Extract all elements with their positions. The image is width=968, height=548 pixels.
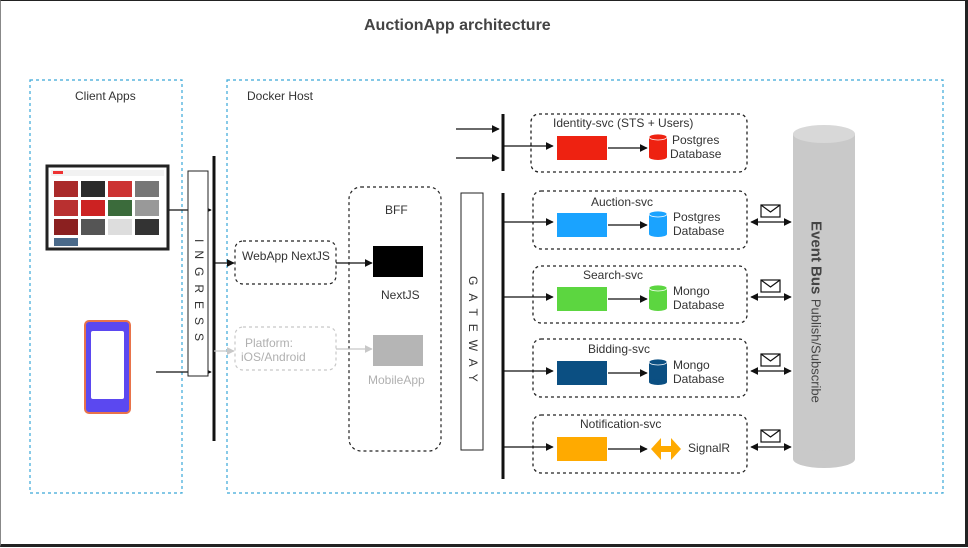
laptop-screenshot-icon: [45, 164, 170, 251]
service-db-line1: Mongo: [673, 284, 710, 298]
database-icon: [648, 284, 668, 311]
service-name: Search-svc: [583, 268, 644, 282]
bff-label: BFF: [385, 203, 408, 217]
service-block: [557, 361, 607, 385]
service-block: [557, 213, 607, 237]
mobileapp-label: MobileApp: [368, 373, 425, 387]
service-db-line1: Postgres: [672, 133, 720, 147]
service-box: [530, 113, 748, 173]
service-name: Identity-svc (STS + Users): [553, 116, 694, 130]
docker-host-label: Docker Host: [247, 89, 314, 103]
gateway-label: GATEWAY: [465, 276, 480, 390]
event-bus-cylinder: [793, 125, 855, 468]
service-block: [557, 136, 607, 160]
service-0: [503, 113, 748, 173]
service-1: [503, 190, 792, 250]
client-apps-group: [29, 79, 183, 494]
service-box: [532, 265, 748, 324]
bff-box: [348, 186, 442, 452]
service-db-line2: Database: [673, 372, 725, 386]
service-db-line2: Database: [673, 298, 725, 312]
database-icon: [648, 358, 668, 385]
envelope-icon: [760, 429, 781, 443]
service-box: [532, 414, 748, 474]
database-icon: [648, 210, 668, 237]
service-name: Bidding-svc: [588, 342, 651, 356]
webapp-label: WebApp NextJS: [242, 249, 330, 263]
service-4: [503, 414, 792, 474]
event-bus-title: Event Bus: [807, 221, 825, 295]
service-2: [503, 265, 792, 324]
service-db-line1: SignalR: [688, 441, 731, 455]
service-db-line1: Mongo: [673, 358, 710, 372]
envelope-icon: [760, 353, 781, 367]
client-apps-label: Client Apps: [75, 89, 136, 103]
platform-label-line2: iOS/Android: [241, 350, 306, 364]
service-box: [532, 338, 748, 398]
service-block: [557, 287, 607, 311]
nextjs-label: NextJS: [381, 288, 420, 302]
signalr-icon: [651, 438, 681, 460]
service-3: [503, 338, 792, 398]
service-name: Auction-svc: [591, 195, 654, 209]
database-icon: [648, 133, 668, 160]
service-name: Notification-svc: [580, 417, 662, 431]
event-bus-label: Event Bus Publish/Subscribe: [806, 221, 825, 403]
service-block: [557, 437, 607, 461]
service-db-line2: Database: [673, 224, 725, 238]
gateway-box: [460, 192, 484, 451]
service-db-line2: Database: [670, 147, 722, 161]
envelope-icon: [760, 279, 781, 293]
service-db-line1: Postgres: [673, 210, 721, 224]
nextjs-block: [373, 246, 423, 277]
page-title: AuctionApp architecture: [364, 17, 551, 34]
ingress-box: [187, 170, 209, 377]
service-box: [532, 190, 748, 250]
mobileapp-block: [373, 335, 423, 366]
event-bus-subtitle: Publish/Subscribe: [808, 298, 824, 403]
platform-label-line1: Platform:: [245, 336, 294, 350]
phone-icon: [84, 320, 131, 414]
ingress-label: INGRESS: [191, 239, 206, 350]
envelope-icon: [760, 204, 781, 218]
